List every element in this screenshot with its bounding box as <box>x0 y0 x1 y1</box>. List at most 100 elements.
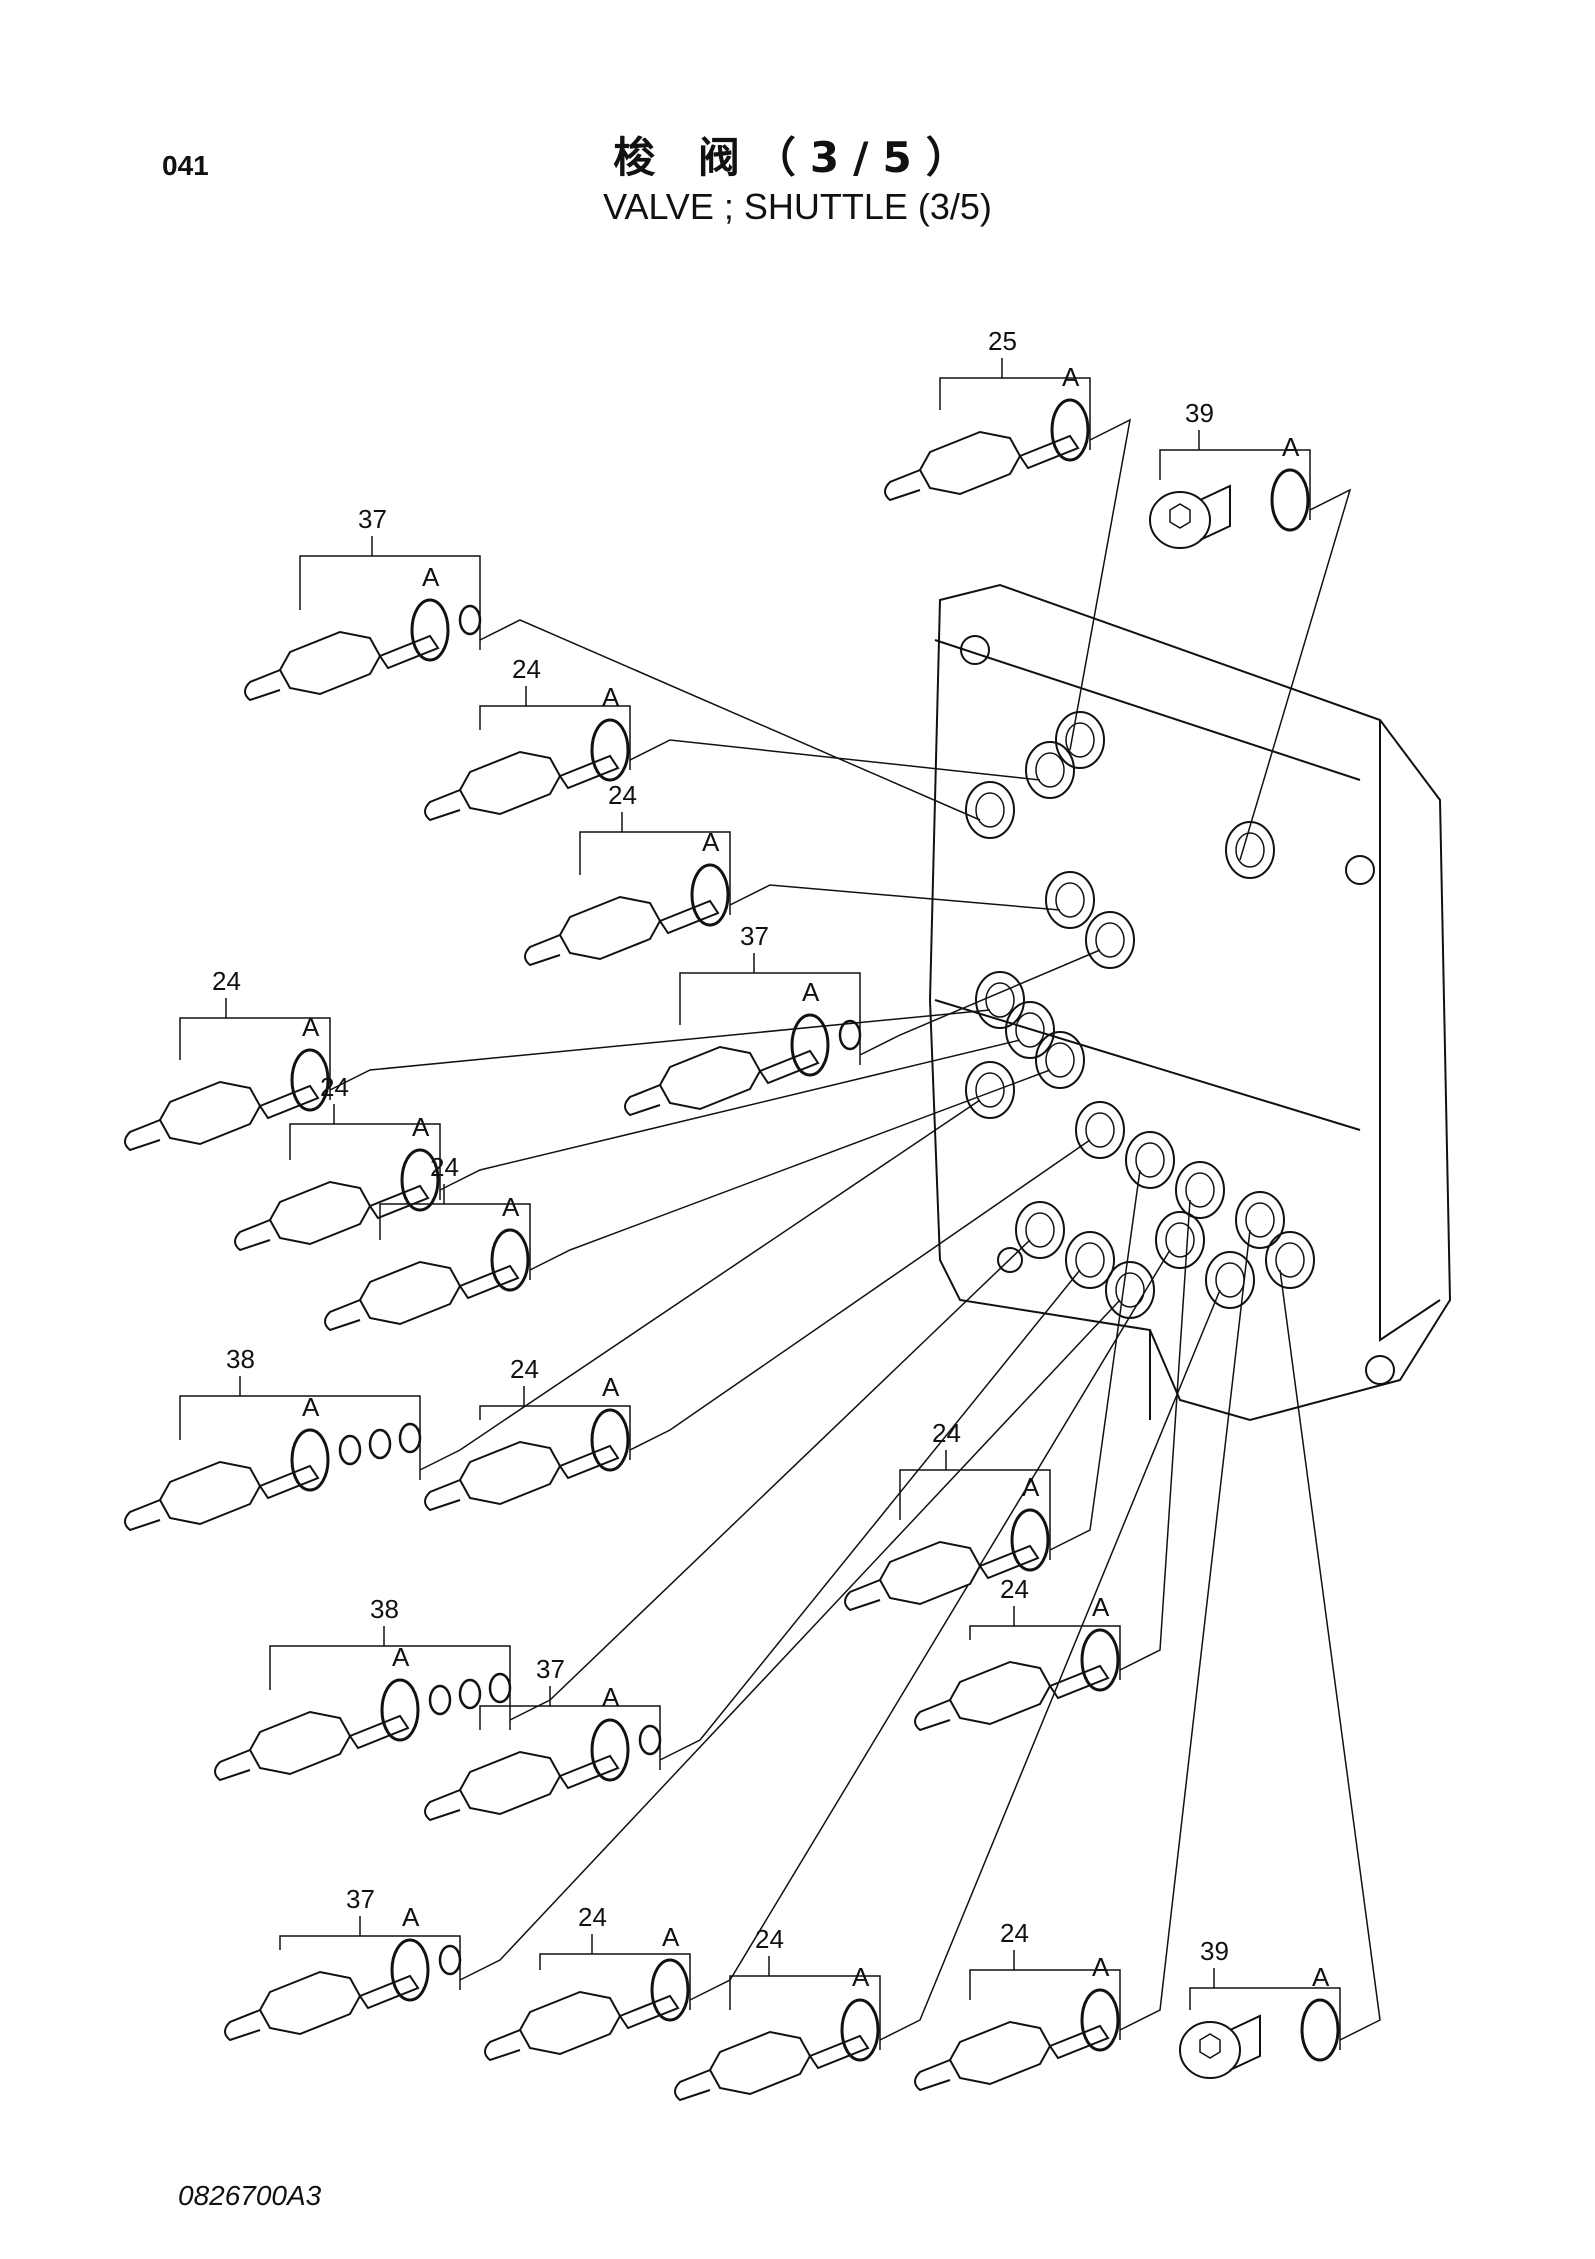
fitting-assembly: A24 <box>324 1152 531 1332</box>
o-ring <box>490 1228 530 1292</box>
o-ring-marker: A <box>1282 432 1300 462</box>
valve-port <box>1075 1101 1125 1159</box>
valve-port <box>1265 1231 1315 1289</box>
washer <box>488 1672 512 1704</box>
fitting-assembly: A37 <box>244 504 482 702</box>
part-callout-label: 37 <box>536 1654 565 1684</box>
part-callout-label: 24 <box>608 780 637 810</box>
leader-line <box>629 739 1041 781</box>
valve-port <box>1025 741 1075 799</box>
o-ring-marker: A <box>1312 1962 1330 1992</box>
part-callout-label: 24 <box>1000 1918 1029 1948</box>
o-ring-marker: A <box>602 1682 620 1712</box>
o-ring <box>1080 1988 1120 2052</box>
o-ring <box>1050 398 1090 462</box>
o-ring-marker: A <box>602 1372 620 1402</box>
title-english: VALVE ; SHUTTLE (3/5) <box>603 186 992 227</box>
o-ring <box>650 1958 690 2022</box>
fitting-assembly: A37 <box>224 1884 462 2042</box>
leader-line <box>1049 1169 1141 1551</box>
fitting-assembly: A24 <box>424 654 631 822</box>
o-ring-marker: A <box>302 1392 320 1422</box>
o-ring <box>1270 468 1310 532</box>
o-ring-marker: A <box>802 977 820 1007</box>
part-callout-label: 39 <box>1200 1936 1229 1966</box>
fitting-assembly: A24 <box>914 1574 1121 1732</box>
part-callout-label: 37 <box>740 921 769 951</box>
washer <box>398 1422 422 1454</box>
o-ring <box>290 1428 330 1492</box>
fitting-assembly: A38 <box>214 1594 512 1782</box>
valve-port <box>965 781 1015 839</box>
o-ring <box>690 863 730 927</box>
fitting-assembly: A 38 <box>124 1344 422 1532</box>
part-callout-label: 24 <box>755 1924 784 1954</box>
o-ring-marker: A <box>422 562 440 592</box>
o-ring-marker: A <box>1062 362 1080 392</box>
valve-body <box>928 583 1452 1422</box>
part-callout-label: 38 <box>226 1344 255 1374</box>
o-ring-marker: A <box>1022 1472 1040 1502</box>
page-number: 041 <box>162 150 209 181</box>
o-ring-marker: A <box>402 1902 420 1932</box>
o-ring-marker: A <box>302 1012 320 1042</box>
valve-port <box>975 971 1025 1029</box>
fitting-assembly: A24 <box>424 1354 631 1512</box>
fitting-assembly: A 24 <box>234 1072 441 1252</box>
o-ring <box>290 1048 330 1112</box>
o-ring-marker: A <box>1092 1592 1110 1622</box>
leader-line <box>479 619 981 821</box>
valve-port <box>1005 1001 1055 1059</box>
leader-line <box>419 1099 981 1471</box>
valve-port <box>1065 1231 1115 1289</box>
fitting-assembly: A 37 <box>424 1654 662 1822</box>
washer <box>438 1944 462 1976</box>
valve-port <box>1055 711 1105 769</box>
part-callout-label: 24 <box>578 1902 607 1932</box>
part-callout-label: 24 <box>212 966 241 996</box>
leader-line <box>1069 418 1132 751</box>
leader-line <box>879 1289 1221 2041</box>
part-callout-label: 39 <box>1185 398 1214 428</box>
valve-port <box>1175 1161 1225 1219</box>
o-ring-marker: A <box>852 1962 870 1992</box>
part-callout-label: 24 <box>932 1418 961 1448</box>
o-ring-marker: A <box>502 1192 520 1222</box>
fitting-assembly: A 24 <box>674 1924 881 2102</box>
plug-assembly: A 39 <box>1179 1936 1341 2079</box>
leader-line <box>1119 1229 1251 2031</box>
leader-line <box>659 1269 1081 1761</box>
valve-port <box>1035 1031 1085 1089</box>
part-callout-label: 24 <box>320 1072 349 1102</box>
o-ring <box>590 718 630 782</box>
washer <box>368 1428 392 1460</box>
fitting-assembly: A25 <box>884 326 1091 502</box>
washer <box>428 1684 452 1716</box>
plug-assembly: A 39 <box>1149 398 1311 549</box>
valve-port <box>1235 1191 1285 1249</box>
parts-layer: A25A39A37A24A24A37A24A24A24A38A24A24A24A… <box>124 326 1341 2102</box>
leader-line <box>459 1299 1121 1981</box>
valve-port <box>1125 1131 1175 1189</box>
o-ring-marker: A <box>412 1112 430 1142</box>
o-ring <box>390 1938 430 2002</box>
o-ring <box>1080 1628 1120 1692</box>
valve-port <box>965 1061 1015 1119</box>
o-ring-marker: A <box>1092 1952 1110 1982</box>
o-ring <box>590 1718 630 1782</box>
valve-port <box>1015 1201 1065 1259</box>
leader-line <box>1279 1269 1381 2041</box>
valve-port <box>1225 821 1275 879</box>
leader-line <box>1119 1199 1191 1671</box>
leader-line <box>529 1069 1051 1271</box>
o-ring <box>400 1148 440 1212</box>
leader-line <box>859 949 1101 1056</box>
washer <box>838 1019 862 1051</box>
leader-line <box>689 1249 1171 2001</box>
washer <box>458 1678 482 1710</box>
leader-line <box>329 1009 991 1091</box>
o-ring-marker: A <box>392 1642 410 1672</box>
washer <box>458 604 482 636</box>
